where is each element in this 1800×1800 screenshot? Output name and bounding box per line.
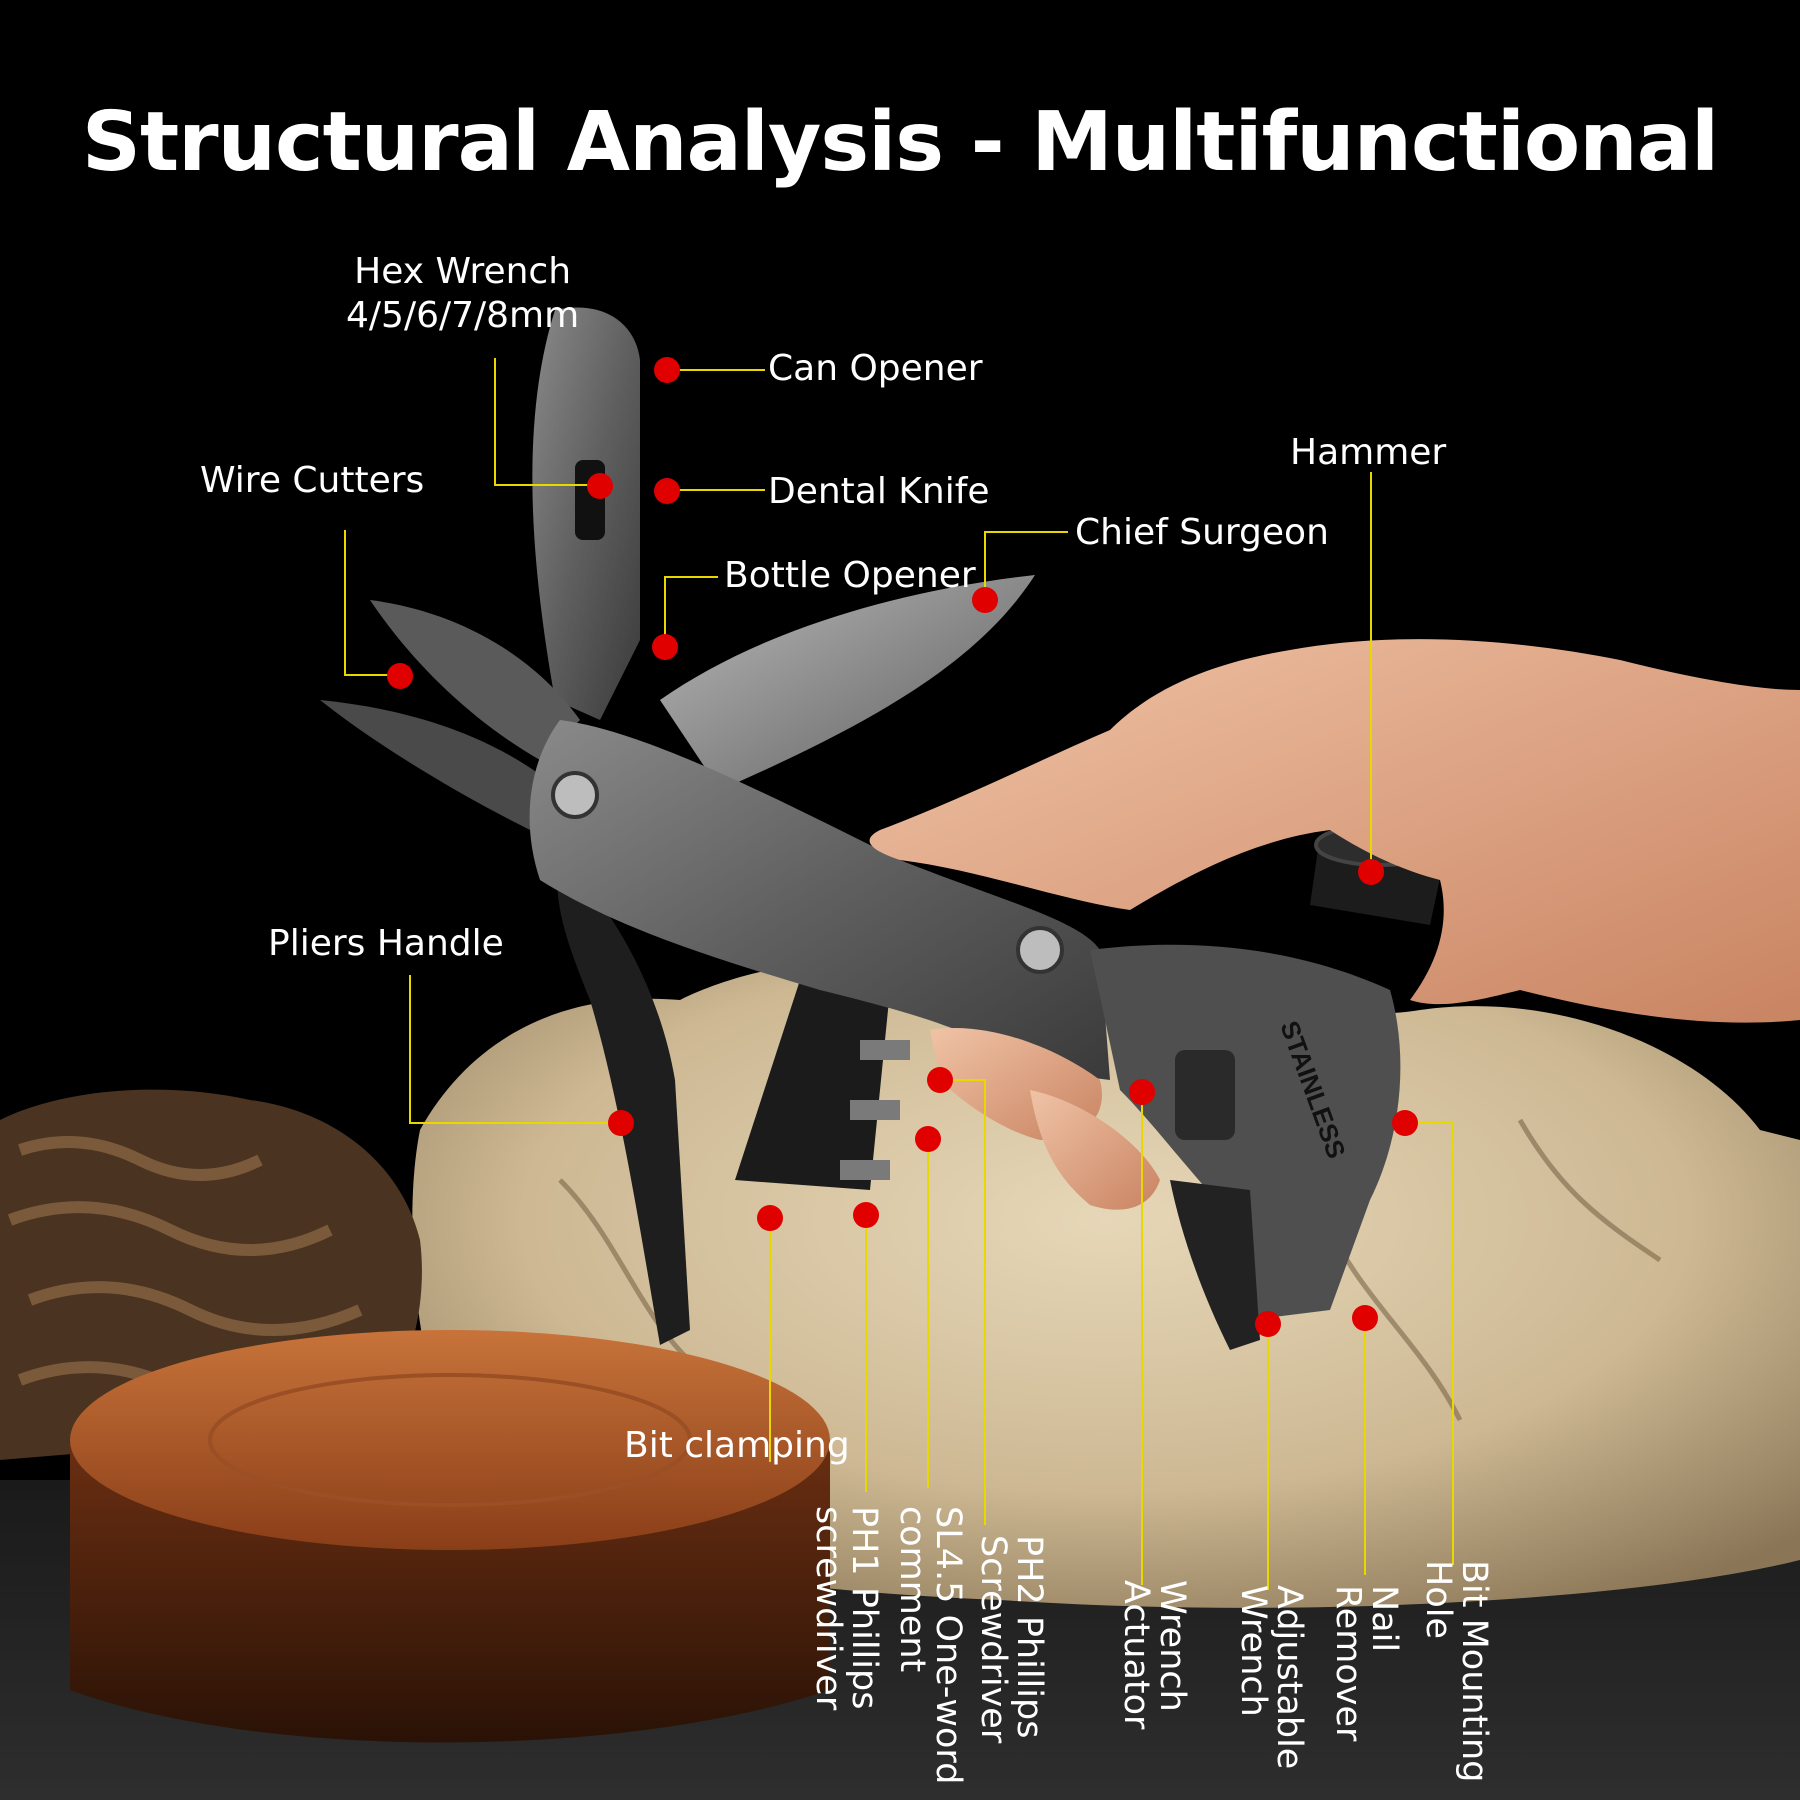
hex-slot (575, 460, 605, 540)
dot-wire-cutters (387, 663, 413, 689)
label-dental-knife: Dental Knife (768, 471, 990, 512)
label-adjustable-wrench-line2: Wrench (1233, 1585, 1273, 1717)
dot-dental-knife (654, 478, 680, 504)
label-pliers-handle: Pliers Handle (268, 923, 504, 964)
label-bit-clamping: Bit clamping (624, 1425, 850, 1466)
finger-middle (1030, 1090, 1160, 1210)
body-screw (1016, 926, 1064, 974)
bit-3 (840, 1160, 890, 1180)
label-ph1-line1: PH1 Phillips (844, 1506, 884, 1710)
label-hex-wrench-line1: Hex Wrench (354, 251, 572, 292)
label-adjustable-wrench-line1: Adjustable (1269, 1585, 1309, 1770)
wood-log-top (70, 1330, 830, 1550)
plier-jaw-lower (320, 700, 560, 830)
leader-lines (344, 358, 1454, 1590)
label-ph1-line2: screwdriver (808, 1506, 848, 1711)
bit-1 (860, 1040, 910, 1060)
label-adjustable-wrench: Adjustable Wrench (1233, 1585, 1309, 1770)
bit-2 (850, 1100, 900, 1120)
wrench-head (1090, 944, 1401, 1320)
label-ph2-line1: PH2 Phillips (1009, 1535, 1049, 1739)
dot-bit-mounting-hole (1392, 1110, 1418, 1136)
wood-log-rings (208, 1373, 692, 1507)
label-sl45-line1: SL4.5 One-word (928, 1506, 968, 1785)
dot-bit-clamping (757, 1205, 783, 1231)
label-bit-mounting-hole: Bit Mounting Hole (1418, 1560, 1494, 1783)
label-bit-mounting-hole-line2: Hole (1418, 1560, 1458, 1639)
tool-body (529, 720, 1110, 1080)
plier-jaw-upper (370, 600, 580, 760)
dot-hammer (1358, 859, 1384, 885)
label-bit-mounting-hole-line1: Bit Mounting (1454, 1560, 1494, 1783)
label-wrench-actuator-line2: Actuator (1116, 1580, 1156, 1730)
dot-ph2 (927, 1067, 953, 1093)
label-sl45-line2: comment (892, 1506, 932, 1673)
dot-can-opener (654, 357, 680, 383)
dot-hex-wrench (587, 473, 613, 499)
pivot-screw (551, 771, 599, 819)
dot-ph1 (853, 1202, 879, 1228)
label-hammer: Hammer (1290, 432, 1447, 473)
label-can-opener: Can Opener (768, 348, 983, 389)
label-wire-cutters: Wire Cutters (200, 460, 425, 501)
label-wrench-actuator-line1: Wrench (1152, 1580, 1192, 1712)
knife-blade (660, 575, 1035, 790)
dot-bottle-opener (652, 634, 678, 660)
worm-gear (1175, 1050, 1235, 1140)
label-ph1: PH1 Phillips screwdriver (808, 1506, 884, 1711)
dot-pliers-handle (608, 1110, 634, 1136)
label-hex-wrench: Hex Wrench 4/5/6/7/8mm (346, 250, 579, 338)
label-ph2: PH2 Phillips Screwdriver (973, 1535, 1049, 1744)
label-nail-remover: Nail Remover (1328, 1585, 1404, 1742)
dot-nail-remover (1352, 1305, 1378, 1331)
label-bottle-opener: Bottle Opener (724, 555, 976, 596)
page-title: Structural Analysis - Multifunctional (81, 95, 1719, 190)
label-sl45: SL4.5 One-word comment (892, 1506, 968, 1785)
rope-texture (7, 1136, 363, 1416)
label-hex-wrench-line2: 4/5/6/7/8mm (346, 295, 580, 336)
dot-chief-surgeon (972, 587, 998, 613)
label-nail-remover-line1: Nail (1364, 1585, 1404, 1653)
hand (869, 639, 1800, 1023)
label-nail-remover-line2: Remover (1328, 1585, 1368, 1742)
label-ph2-line2: Screwdriver (973, 1535, 1013, 1744)
callout-dots (387, 357, 1418, 1337)
dot-adjustable-wrench (1255, 1311, 1281, 1337)
label-chief-surgeon: Chief Surgeon (1075, 512, 1329, 553)
label-wrench-actuator: Wrench Actuator (1116, 1580, 1192, 1730)
dot-wrench-actuator (1129, 1079, 1155, 1105)
pliers-handle-shape (557, 860, 690, 1345)
bit-holder (735, 980, 890, 1190)
wrench-jaw (1170, 1180, 1260, 1350)
dot-sl45 (915, 1126, 941, 1152)
